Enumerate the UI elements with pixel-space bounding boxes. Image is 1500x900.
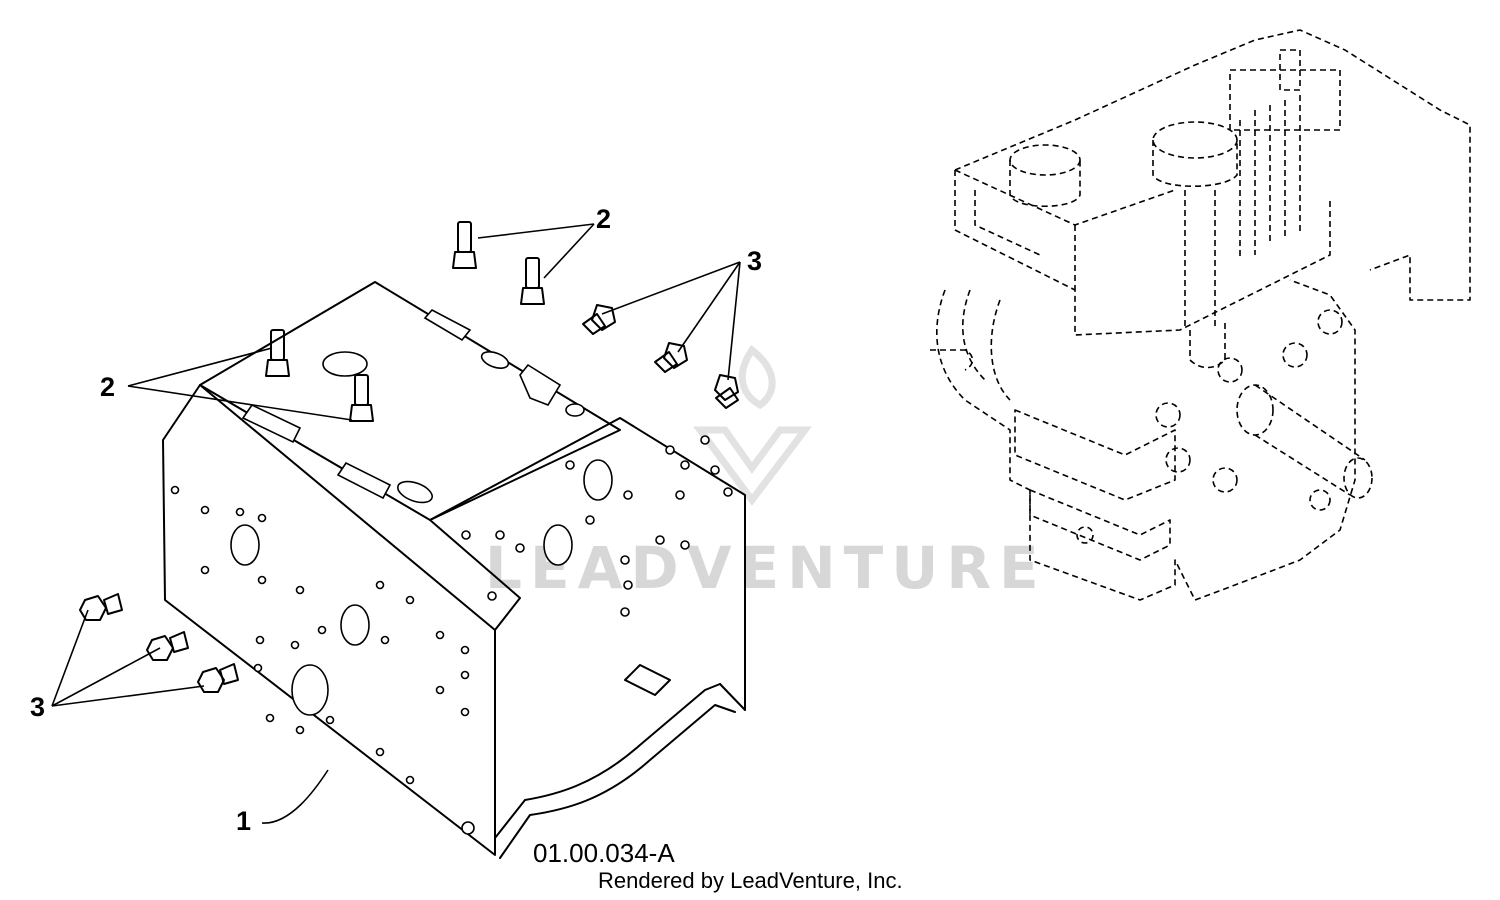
hex-bolts [79,304,739,693]
callout-label-2: 2 [596,204,611,234]
stud-bolt [452,221,477,269]
render-credit: Rendered by LeadVenture, Inc. [598,868,903,893]
callout-label-3: 3 [30,692,45,722]
hex-bolt [714,374,739,409]
hex-bolt [582,304,616,335]
callout-label-1: 1 [236,806,251,836]
callout-leaders [51,223,741,824]
right-face-holes [461,435,733,617]
watermark-text: LEADVENTURE [485,534,1047,602]
callout-label-2: 2 [100,372,115,402]
watermark-logo [693,344,813,506]
stud-bolt [265,329,290,377]
hex-bolt [146,631,189,661]
stud-bolt [349,374,374,422]
hex-bolt [197,663,239,693]
stud-bolt [520,257,545,305]
part-number: 01.00.034-A [533,838,675,868]
frame-assembly [162,281,746,859]
callout-label-3: 3 [747,246,762,276]
stud-bolts [265,221,545,422]
frame-bolt-holes [170,485,475,835]
engine-reference-outline [930,29,1471,601]
hex-bolt [79,593,123,621]
hex-bolt [654,342,688,373]
